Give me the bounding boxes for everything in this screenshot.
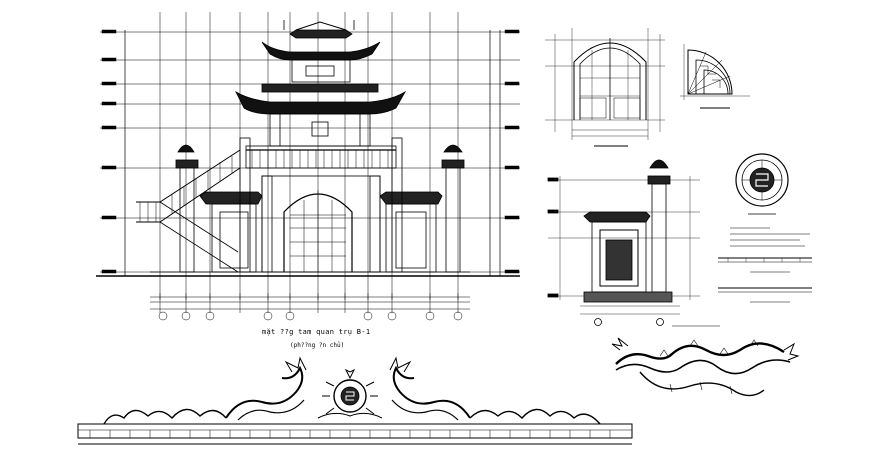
side-pillar-elevation [547, 159, 720, 327]
door-detail-elevation [545, 28, 665, 147]
roof-ridge-dragon-frieze [77, 356, 633, 445]
round-medallion-detail [735, 153, 789, 215]
main-elevation-title: mặt ??g tam quan trụ B-1 [262, 328, 371, 336]
dragon-ornament [611, 337, 800, 397]
main-gate-elevation [96, 20, 520, 277]
main-elevation-level-ticks [101, 29, 520, 274]
main-elevation-bottom-dimensions [150, 293, 470, 321]
quarter-fan-lattice-detail [680, 44, 750, 109]
main-elevation-subtitle: (ph??ng ?n chủ) [290, 342, 345, 349]
notes-and-sections [718, 227, 812, 303]
